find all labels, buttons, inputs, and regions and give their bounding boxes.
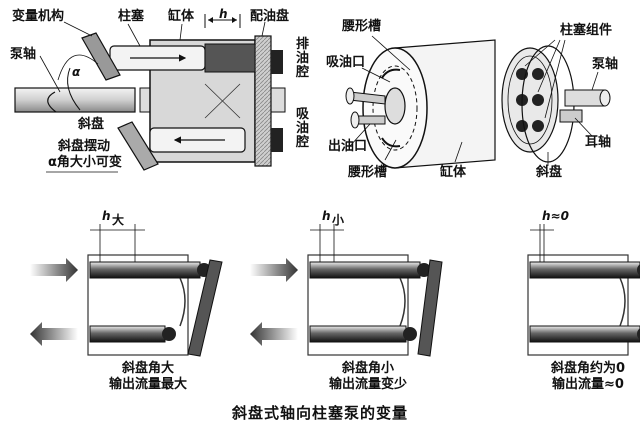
variable-mechanism-label: 变量机构 <box>12 8 64 24</box>
panel-outlet-arrow <box>250 322 298 346</box>
cylinder-3d-label: 缸体 <box>439 164 467 180</box>
panel-housing <box>87 254 189 356</box>
pump-shaft-label: 泵轴 <box>10 46 36 62</box>
panel-ball-upper <box>417 263 431 277</box>
panel-caption-1: 斜盘角约为0 <box>550 360 625 376</box>
panel-inlet-arrow <box>30 258 78 282</box>
alpha-label: α <box>72 65 81 79</box>
section-view: 变量机构 柱塞 缸体 h 配油盘 泵轴 α 排油腔 吸油腔 斜盘 斜盘摆动 α角… <box>10 7 310 173</box>
panel-caption-2: 输出流量变少 <box>329 376 407 392</box>
panel-h-label: h <box>102 209 111 223</box>
panel-ball-lower <box>637 328 640 340</box>
cylinder-label: 缸体 <box>167 8 195 24</box>
panel-plunger-upper <box>309 261 421 279</box>
variable-mechanism <box>81 32 121 81</box>
panel-swash-plate <box>417 259 443 357</box>
panel-plunger-upper <box>529 261 640 279</box>
discharge-chamber-label: 排油腔 <box>295 36 309 80</box>
panel-housing <box>527 254 629 356</box>
swash-plate-label: 斜盘 <box>77 116 104 132</box>
panel-plunger-lower <box>309 325 407 343</box>
pressure-chamber-upper <box>204 43 256 73</box>
panel-plunger-upper <box>89 261 201 279</box>
plunger-label: 柱塞 <box>118 8 145 24</box>
pump-shaft-3d-label: 泵轴 <box>592 56 618 72</box>
swash-plate-3d-label: 斜盘 <box>535 164 562 180</box>
panel-inlet-arrow <box>250 258 298 282</box>
plunger-assembly-label: 柱塞组件 <box>560 22 612 38</box>
valve-plate <box>254 35 272 167</box>
kidney-slot-bottom-label: 腰形槽 <box>347 164 387 180</box>
figure-title: 斜盘式轴向柱塞泵的变量 <box>231 404 408 422</box>
pump-shaft-left <box>14 87 136 113</box>
panel-caption-1: 斜盘角小 <box>341 360 394 376</box>
valve-plate-label: 配油盘 <box>250 8 289 24</box>
panel-housing <box>307 254 409 356</box>
trunnion-label: 耳轴 <box>585 134 611 150</box>
swash-plate <box>117 121 159 171</box>
panel-outlet-arrow <box>30 322 78 346</box>
panel-h-label: h <box>322 209 331 223</box>
panel-ball-lower <box>162 327 176 341</box>
swing-note-2: α角大小可变 <box>48 154 122 170</box>
panel-h-subscript: 大 <box>112 212 124 227</box>
panel-swash-plate <box>187 259 223 357</box>
suction-chamber-label: 吸油腔 <box>295 107 310 150</box>
discharge-port <box>271 50 283 74</box>
perspective-view: 腰形槽 柱塞组件 吸油口 泵轴 出油口 耳轴 腰形槽 缸体 斜盘 <box>326 18 618 180</box>
kidney-slot-top-label: 腰形槽 <box>341 18 381 34</box>
panel-plunger-lower <box>89 325 166 343</box>
panel-h-label: h≈0 <box>542 209 569 223</box>
panel-h-subscript: 小 <box>332 212 344 227</box>
swing-note-1: 斜盘摆动 <box>57 138 110 154</box>
panel-caption-1: 斜盘角大 <box>121 360 174 376</box>
panel-caption-2: 输出流量最大 <box>109 376 187 392</box>
suction-port <box>271 128 283 152</box>
stroke-h-label: h <box>219 7 228 21</box>
inlet-label: 吸油口 <box>326 54 365 70</box>
panel-caption-2: 输出流量≈0 <box>552 376 624 392</box>
outlet-label: 出油口 <box>328 138 367 154</box>
panel-ball-lower <box>403 327 417 341</box>
panel-ball-upper <box>637 264 640 276</box>
panel-plunger-lower <box>529 325 640 343</box>
